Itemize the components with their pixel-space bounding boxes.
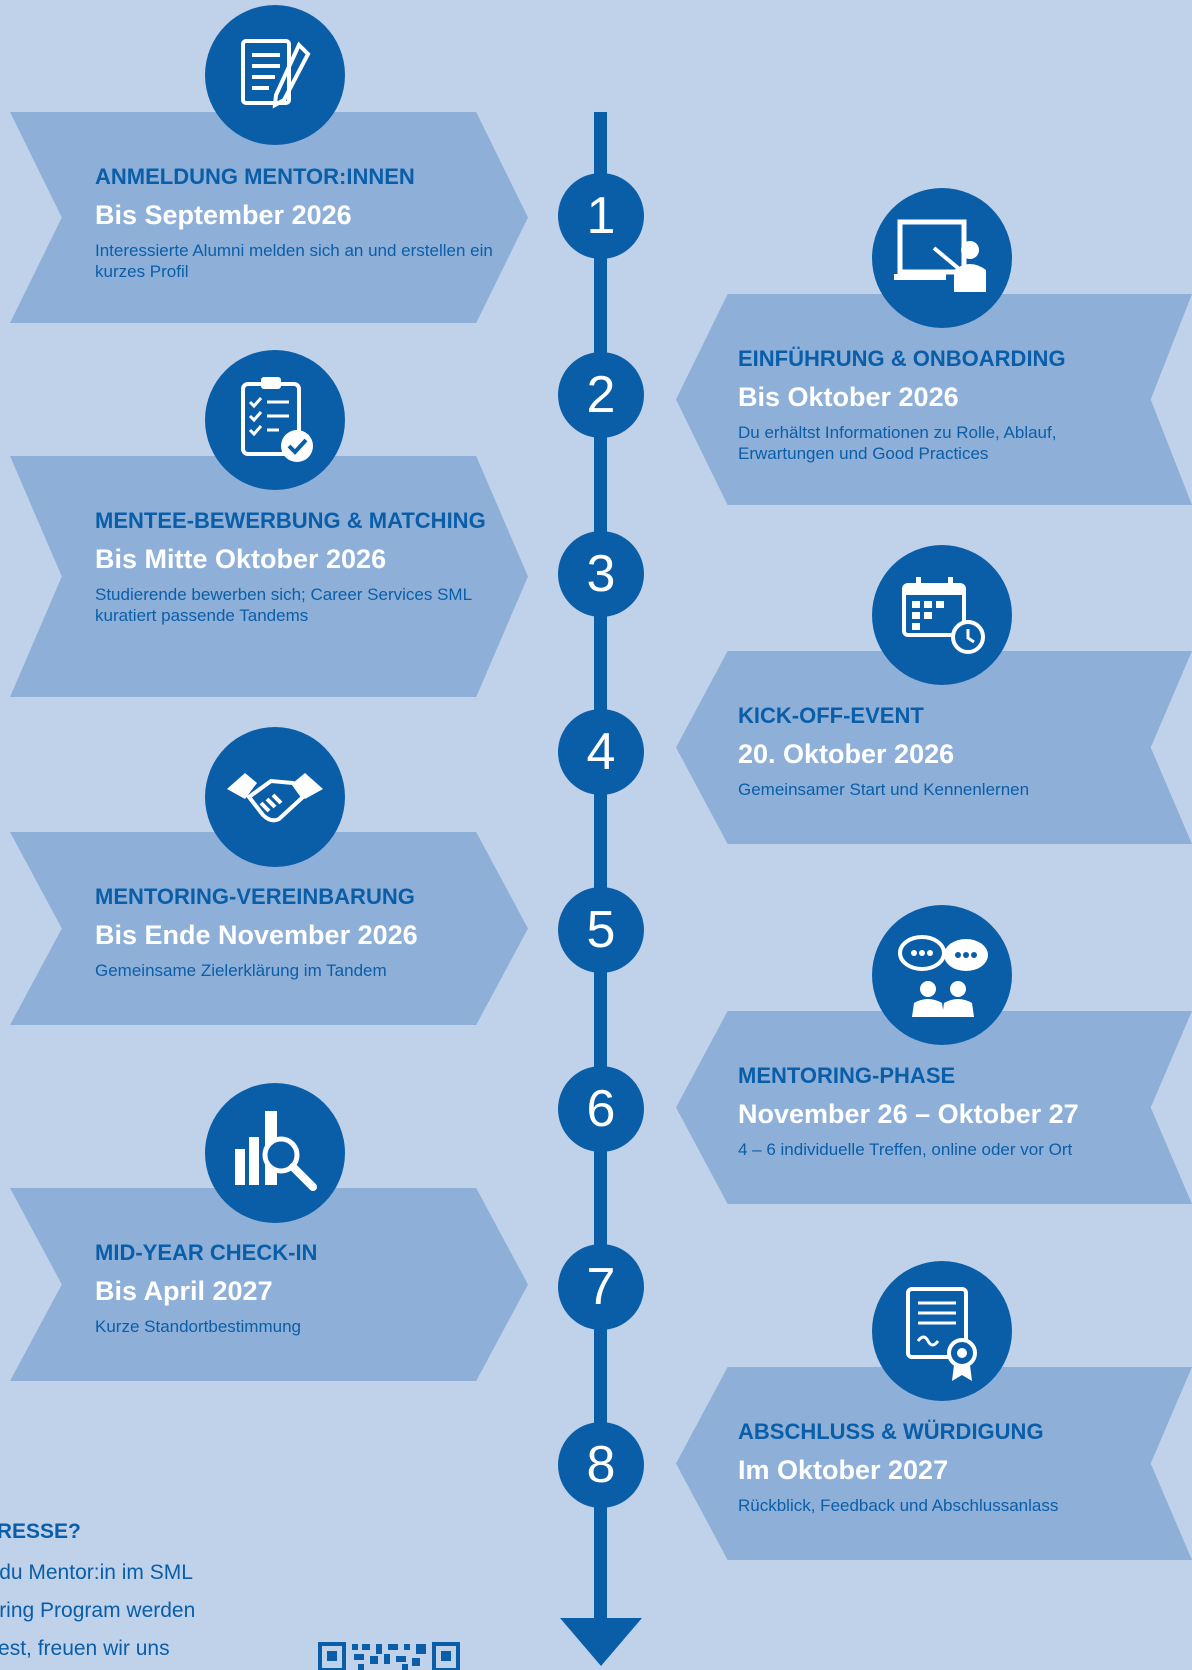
interest-title: TERESSE? [0, 1520, 81, 1543]
timeline-arrow-down [560, 1618, 642, 1666]
step-6-desc: 4 – 6 individuelle Treffen, online oder … [738, 1140, 1073, 1159]
step-3-title: MENTEE-BEWERBUNG & MATCHING [95, 508, 486, 533]
step-3-desc: Studierende bewerben sich; Career Servic… [95, 585, 472, 625]
step-number-1: 1 [558, 173, 644, 259]
conversation-icon [872, 905, 1012, 1045]
step-7-text: MID-YEAR CHECK-IN Bis April 2027 Kurze S… [95, 1238, 495, 1337]
step-8-date: Im Oktober 2027 [738, 1455, 949, 1485]
step-1-banner [10, 112, 528, 323]
qr-code[interactable] [318, 1640, 460, 1670]
step-number-5: 5 [558, 887, 644, 973]
step-5-desc: Gemeinsame Zielerklärung im Tandem [95, 961, 387, 980]
form-edit-icon [205, 5, 345, 145]
step-2-banner [676, 294, 1192, 505]
step-2-title: EINFÜHRUNG & ONBOARDING [738, 346, 1066, 371]
handshake-icon [205, 727, 345, 867]
step-2-text: EINFÜHRUNG & ONBOARDING Bis Oktober 2026… [738, 344, 1138, 464]
step-number-4: 4 [558, 709, 644, 795]
step-number-6: 6 [558, 1066, 644, 1152]
step-6-text: MENTORING-PHASE November 26 – Oktober 27… [738, 1061, 1138, 1160]
step-1-title: ANMELDUNG MENTOR:INNEN [95, 164, 415, 189]
step-8-desc: Rückblick, Feedback und Abschlussanlass [738, 1496, 1059, 1515]
step-8-text: ABSCHLUSS & WÜRDIGUNG Im Oktober 2027 Rü… [738, 1417, 1138, 1516]
step-5-date: Bis Ende November 2026 [95, 920, 418, 950]
certificate-icon [872, 1261, 1012, 1401]
step-4-text: KICK-OFF-EVENT 20. Oktober 2026 Gemeinsa… [738, 701, 1138, 800]
timeline-line [594, 112, 607, 1632]
interest-callout: TERESSE? nn du Mentor:in im SML ntoring … [0, 1520, 290, 1668]
step-2-date: Bis Oktober 2026 [738, 382, 959, 412]
step-3-date: Bis Mitte Oktober 2026 [95, 544, 387, 574]
step-7-title: MID-YEAR CHECK-IN [95, 1240, 318, 1265]
step-2-desc: Du erhältst Informationen zu Rolle, Abla… [738, 423, 1057, 463]
calendar-clock-icon [872, 545, 1012, 685]
step-number-2: 2 [558, 352, 644, 438]
step-5-text: MENTORING-VEREINBARUNG Bis Ende November… [95, 882, 495, 981]
step-7-desc: Kurze Standortbestimmung [95, 1317, 301, 1336]
step-number-3: 3 [558, 531, 644, 617]
step-1-desc: Interessierte Alumni melden sich an und … [95, 241, 493, 281]
step-7-date: Bis April 2027 [95, 1276, 273, 1306]
step-8-title: ABSCHLUSS & WÜRDIGUNG [738, 1419, 1044, 1444]
step-6-title: MENTORING-PHASE [738, 1063, 956, 1088]
step-3-banner [10, 456, 528, 697]
interest-line-1: nn du Mentor:in im SML [0, 1561, 193, 1584]
chart-search-icon [205, 1083, 345, 1223]
step-1-date: Bis September 2026 [95, 200, 352, 230]
step-3-text: MENTEE-BEWERBUNG & MATCHING Bis Mitte Ok… [95, 506, 495, 626]
step-5-title: MENTORING-VEREINBARUNG [95, 884, 415, 909]
step-6-date: November 26 – Oktober 27 [738, 1099, 1079, 1129]
step-1-text: ANMELDUNG MENTOR:INNEN Bis September 202… [95, 162, 495, 282]
step-4-date: 20. Oktober 2026 [738, 739, 955, 769]
teacher-board-icon [872, 188, 1012, 328]
step-number-8: 8 [558, 1422, 644, 1508]
step-number-7: 7 [558, 1244, 644, 1330]
interest-line-3: chtest, freuen wir uns [0, 1637, 170, 1660]
step-4-title: KICK-OFF-EVENT [738, 703, 924, 728]
interest-text: nn du Mentor:in im SML ntoring Program w… [0, 1554, 290, 1668]
checklist-icon [205, 350, 345, 490]
step-4-desc: Gemeinsamer Start und Kennenlernen [738, 780, 1030, 799]
interest-line-2: ntoring Program werden [0, 1599, 196, 1622]
